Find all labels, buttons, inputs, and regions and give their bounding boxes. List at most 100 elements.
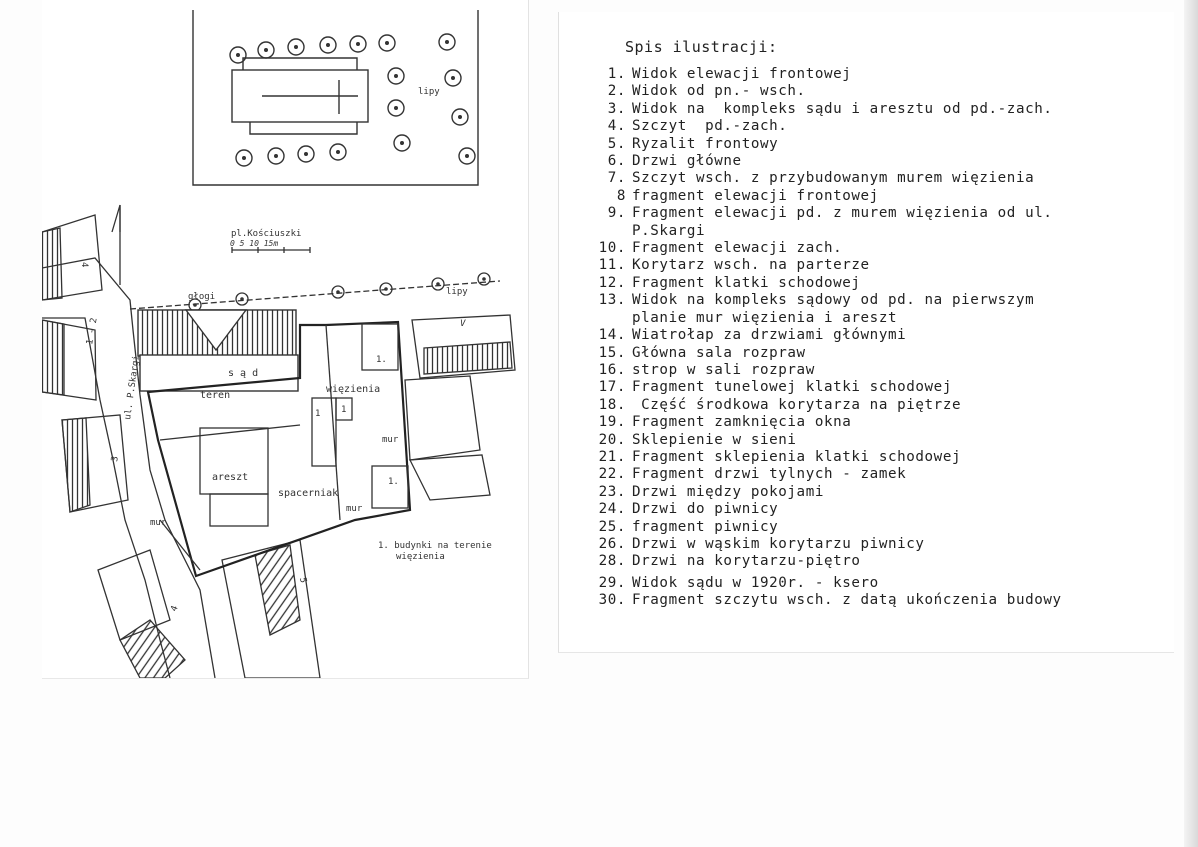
list-item: 15.Główna sala rozpraw (579, 345, 1062, 362)
list-item: 12.Fragment klatki schodowej (579, 275, 1062, 292)
item-text: Sklepienie w sieni (632, 431, 797, 448)
item-text: Fragment elewacji zach. (632, 240, 843, 257)
item-text: Ryzalit frontowy (632, 135, 779, 152)
west-buildings (41, 214, 321, 679)
exercise-yard-label: spacerniak (278, 488, 338, 499)
list-item: planie mur więzienia i areszt (579, 310, 1062, 327)
item-number: 14. (598, 327, 626, 344)
list-item: 26. Drzwi w wąskim korytarzu piwnicy (579, 536, 1062, 553)
list-item: 13.Widok na kompleks sądowy od pd. na pi… (579, 292, 1062, 309)
list-item: 10. Fragment elewacji zach. (579, 240, 1062, 257)
illustration-list-sheet: Spis ilustracji: 1.Widok elewacji fronto… (558, 12, 1174, 653)
item-number: 21. (598, 448, 626, 465)
item-text: Fragment tunelowej klatki schodowej (632, 379, 952, 396)
list-item: 23. Drzwi między pokojami (579, 484, 1062, 501)
prison-label: więzienia (326, 384, 380, 395)
item-text: Część środkowa korytarza na piętrze (632, 396, 962, 413)
item-number: 4. (607, 118, 626, 135)
item-number: 17. (598, 379, 626, 396)
court-building (137, 309, 299, 392)
block-number-4-top: 4 (79, 262, 89, 267)
list-item: 11. Korytarz wsch. na parterze (579, 257, 1062, 274)
list-item: 18. Część środkowa korytarza na piętrze (579, 397, 1062, 414)
building-number-1d: 1. (388, 477, 399, 487)
item-text: Główna sala rozpraw (632, 344, 806, 361)
legend-line-2: więzienia (396, 552, 445, 562)
list-item: 3.Widok na kompleks sądu i aresztu od pd… (579, 101, 1062, 118)
east-buildings (404, 314, 516, 501)
item-text: Drzwi między pokojami (632, 483, 824, 500)
item-number: 30. (598, 592, 626, 609)
tree-symbols-square (229, 33, 476, 167)
trees-label-hawthorn: głogi (188, 292, 215, 302)
item-number: 7. (607, 170, 626, 187)
list-item: 16.strop w sali rozpraw (579, 362, 1062, 379)
site-plan: lipy pl.Kościuszki 0 5 10 15m (41, 10, 516, 679)
item-text: Fragment drzwi tylnych - zamek (632, 466, 907, 483)
item-text: Widok na kompleks sądu i aresztu od pd.-… (632, 100, 1053, 117)
list-title: Spis ilustracji: (625, 38, 778, 56)
item-number: 24. (598, 501, 626, 518)
item-text: Drzwi w wąskim korytarzu piwnicy (632, 535, 925, 552)
trees-label-square: lipy (418, 87, 440, 97)
item-number (579, 310, 632, 327)
item-number: 23. (598, 483, 626, 500)
list-item: 22. Fragment drzwi tylnych - zamek (579, 466, 1062, 483)
court-label: s ą d (228, 368, 258, 379)
building-number-1b: 1 (315, 409, 320, 419)
grounds-label: teren (200, 390, 230, 401)
item-text: Fragment sklepienia klatki schodowej (632, 448, 962, 465)
block-number-4-bottom: 4 (169, 605, 180, 614)
list-item: 6.Drzwi główne (579, 153, 1062, 170)
list-item: 30. Fragment szczytu wsch. z datą ukończe… (579, 592, 1062, 609)
item-text: Fragment elewacji pd. z murem więzienia … (632, 205, 1053, 222)
item-text: Korytarz wsch. na parterze (632, 257, 870, 274)
item-number: 10. (598, 240, 626, 257)
list-item: 1.Widok elewacji frontowej (579, 66, 1062, 83)
item-text: planie mur więzienia i areszt (632, 309, 898, 326)
building-number-v: V (460, 319, 466, 329)
building-number-1c: 1 (341, 405, 346, 415)
detention-label: areszt (212, 472, 248, 483)
item-number: 11. (598, 257, 626, 274)
item-text: Fragment szczytu wsch. z datą ukończenia… (632, 592, 1062, 609)
item-text: Widok elewacji frontowej (632, 66, 852, 82)
item-text: strop w sali rozpraw (632, 361, 815, 378)
item-text: Widok od pn.- wsch. (632, 83, 806, 100)
item-number: 26. (598, 535, 626, 552)
item-number: 18. (598, 396, 626, 413)
item-text: Fragment klatki schodowej (632, 274, 861, 291)
north-arrow (111, 204, 121, 285)
item-number: 20. (598, 431, 626, 448)
list-item: 29.Widok sądu w 1920r. - ksero (579, 575, 1062, 592)
scale-label: 0 5 10 15m (230, 239, 278, 248)
item-number (579, 223, 632, 240)
building-number-1a: 1. (376, 355, 387, 365)
item-text: Drzwi do piwnicy (632, 501, 779, 518)
item-number: 9. (607, 205, 626, 222)
list-item: 2. Widok od pn.- wsch. (579, 83, 1062, 100)
item-text: Drzwi na korytarzu-piętro (632, 553, 861, 570)
page-edge-shadow (1184, 0, 1198, 847)
square-outline (192, 10, 479, 186)
list-item: 19.Fragment zamknięcia okna (579, 414, 1062, 431)
legend-line-1: 1. budynki na terenie (378, 541, 492, 551)
item-number: 2. (607, 83, 626, 100)
block-number-3: 3 (110, 455, 121, 462)
item-number: 5. (607, 135, 626, 152)
item-text: Fragment zamknięcia okna (632, 414, 852, 431)
square-name: pl.Kościuszki (231, 228, 301, 239)
scale-bar (231, 247, 311, 253)
list-item: 5. Ryzalit frontowy (579, 136, 1062, 153)
wall-label-east: mur (382, 435, 399, 445)
item-number: 28. (598, 553, 626, 570)
item-number: 22. (598, 466, 626, 483)
list-item: 14.Wiatrołap za drzwiami głównymi (579, 327, 1062, 344)
wall-label-west: mur (150, 518, 167, 528)
item-number: 29. (598, 574, 626, 591)
item-text: fragment piwnicy (632, 518, 779, 535)
list-item: 25.fragment piwnicy (579, 519, 1062, 536)
item-number: 6. (607, 153, 626, 170)
item-text: Widok na kompleks sądowy od pd. na pierw… (632, 292, 1035, 309)
